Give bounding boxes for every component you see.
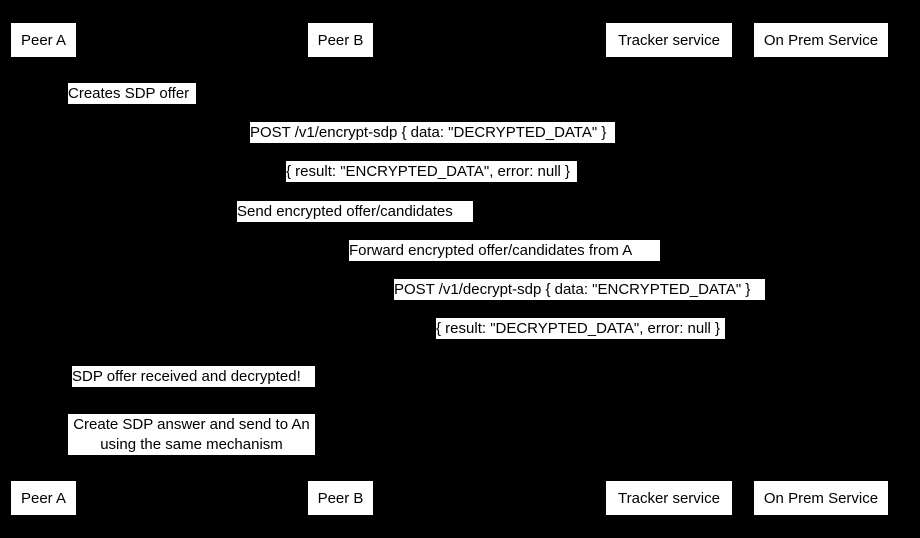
participant-label: On Prem Service <box>763 489 879 507</box>
message-sdp-offer-received: SDP offer received and decrypted! <box>72 366 315 387</box>
participant-label: Tracker service <box>618 31 720 49</box>
participant-label: Peer A <box>20 31 67 49</box>
lifeline-peer-b <box>340 58 341 480</box>
participant-peer-a-top[interactable]: Peer A <box>10 22 77 58</box>
participant-on-prem-service-top[interactable]: On Prem Service <box>753 22 889 58</box>
participant-peer-a-bottom[interactable]: Peer A <box>10 480 77 516</box>
lifeline-peer-a <box>43 58 44 480</box>
message-decrypt-sdp-result: { result: "DECRYPTED_DATA", error: null … <box>436 318 725 339</box>
message-post-decrypt-sdp: POST /v1/decrypt-sdp { data: "ENCRYPTED_… <box>394 279 765 300</box>
participant-on-prem-service-bottom[interactable]: On Prem Service <box>753 480 889 516</box>
message-forward-encrypted-offer: Forward encrypted offer/candidates from … <box>349 240 660 261</box>
note-create-sdp-answer: Create SDP answer and send to An using t… <box>68 414 315 455</box>
message-encrypt-sdp-result: { result: "ENCRYPTED_DATA", error: null … <box>286 161 577 182</box>
message-post-encrypt-sdp: POST /v1/encrypt-sdp { data: "DECRYPTED_… <box>250 122 615 143</box>
participant-peer-b-top[interactable]: Peer B <box>307 22 374 58</box>
lifeline-on-prem <box>821 58 822 480</box>
participant-label: On Prem Service <box>763 31 879 49</box>
participant-tracker-service-top[interactable]: Tracker service <box>605 22 733 58</box>
participant-label: Peer A <box>20 489 67 507</box>
lifeline-tracker <box>669 58 670 480</box>
participant-label: Tracker service <box>618 489 720 507</box>
participant-label: Peer B <box>317 31 364 49</box>
participant-tracker-service-bottom[interactable]: Tracker service <box>605 480 733 516</box>
participant-peer-b-bottom[interactable]: Peer B <box>307 480 374 516</box>
message-send-encrypted-offer: Send encrypted offer/candidates <box>237 201 473 222</box>
participant-label: Peer B <box>317 489 364 507</box>
message-creates-sdp-offer: Creates SDP offer <box>68 83 196 104</box>
